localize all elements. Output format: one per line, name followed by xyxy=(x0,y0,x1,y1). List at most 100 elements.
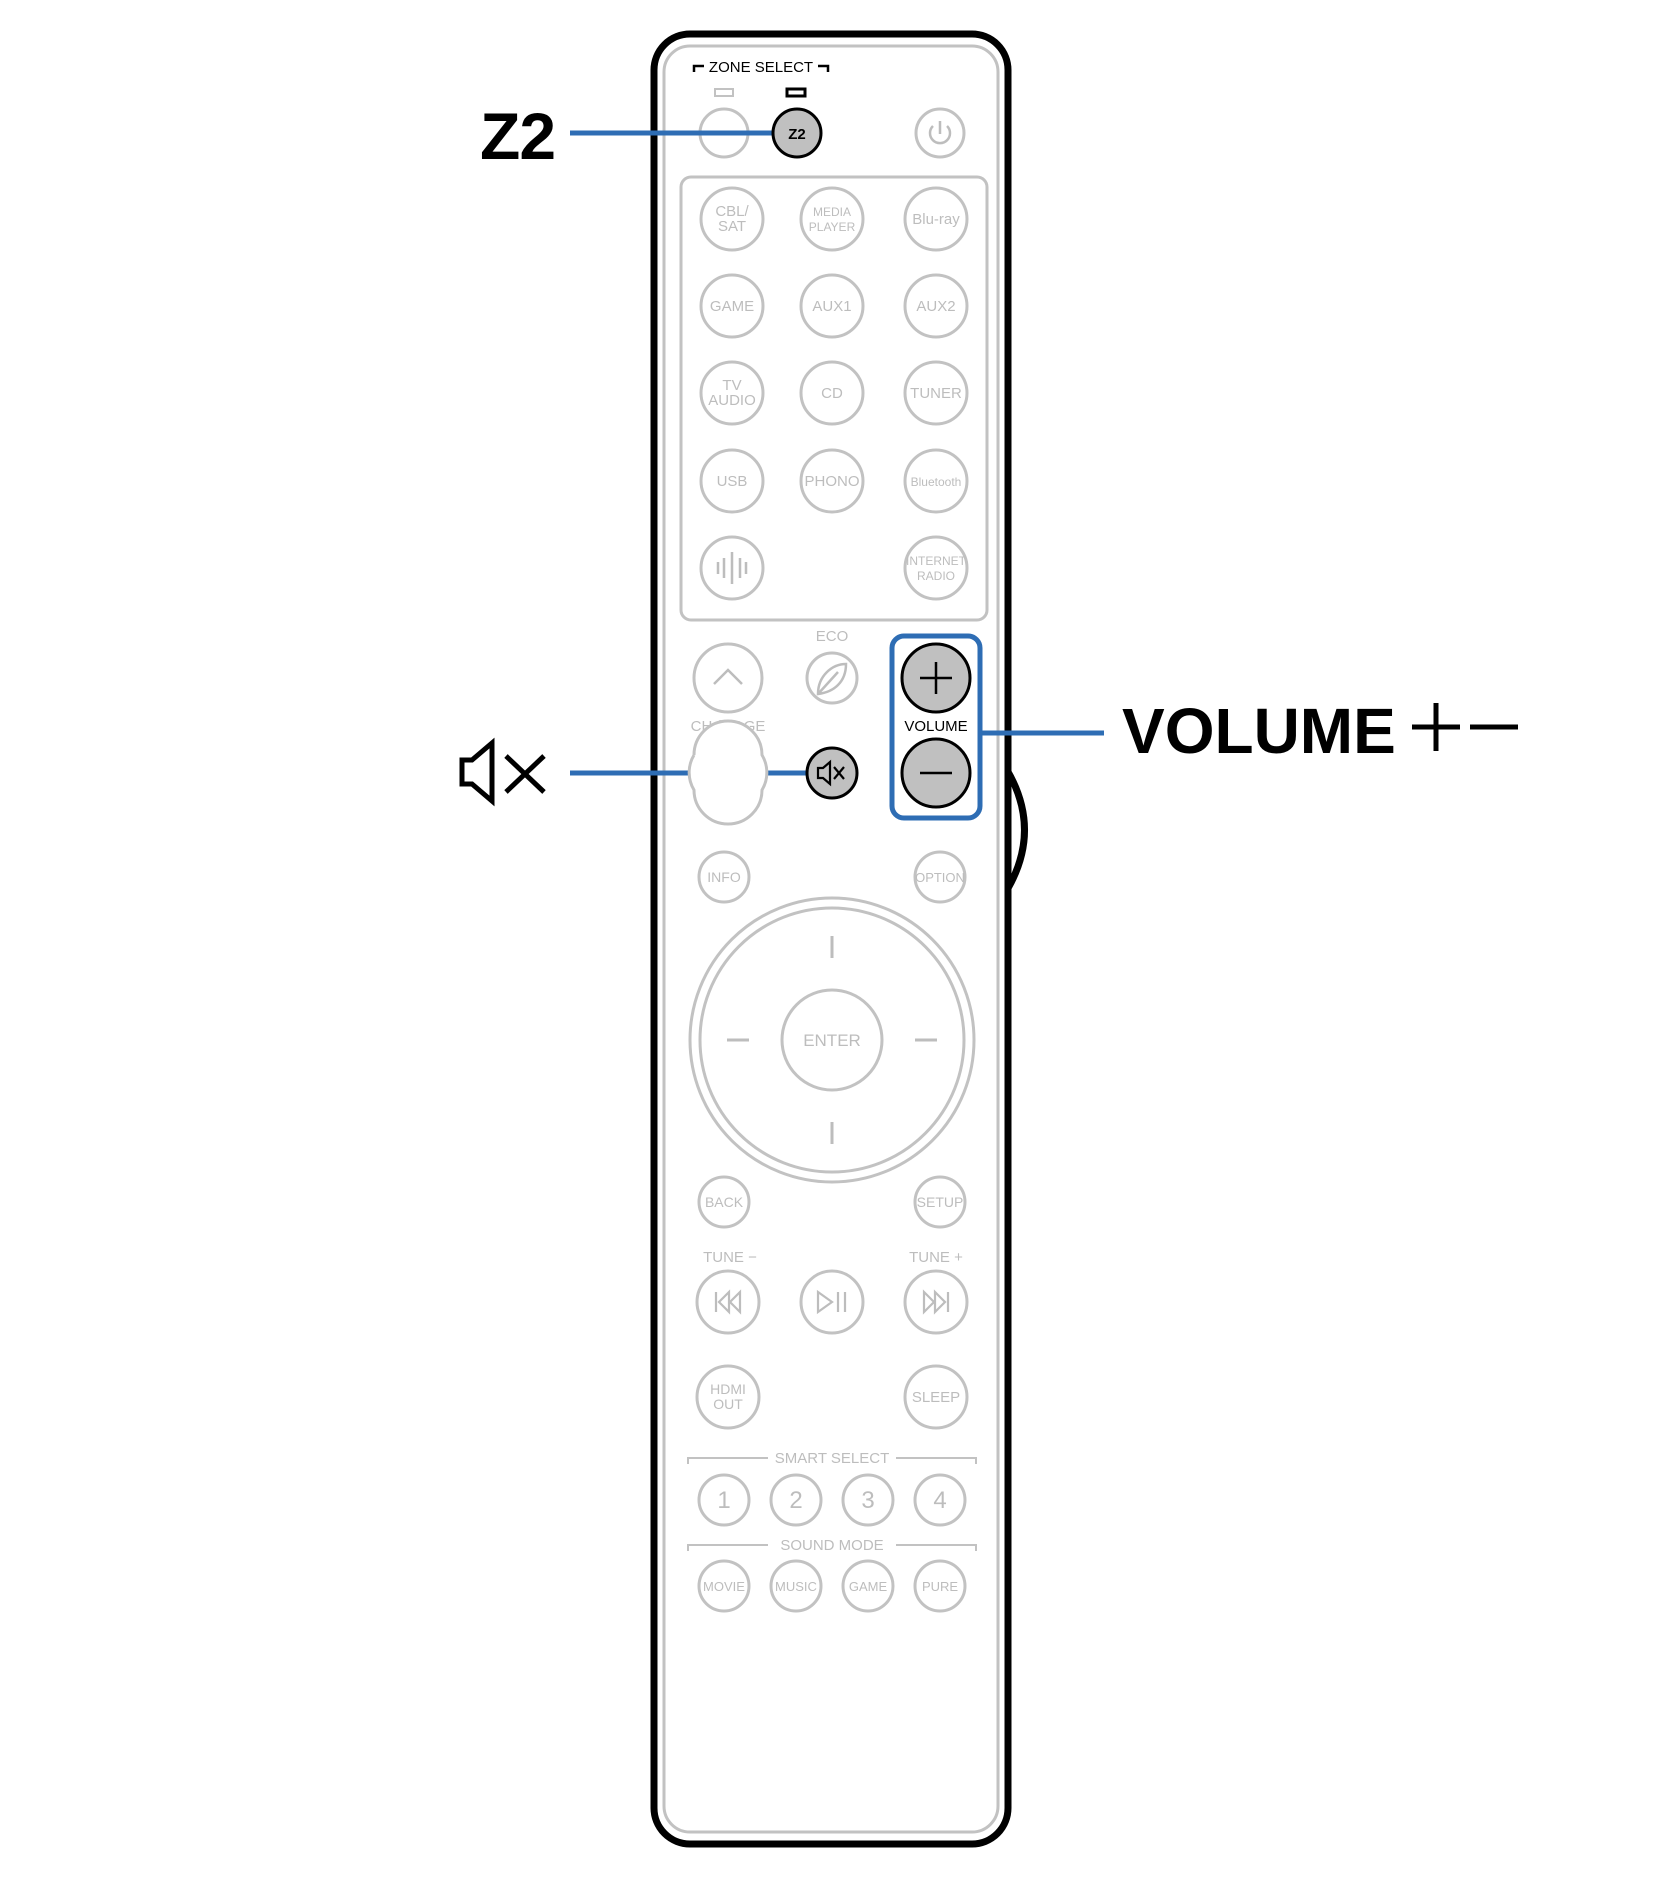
cbl-sat-button[interactable] xyxy=(699,186,765,252)
zone-2-indicator xyxy=(785,87,807,98)
info-label: INFO xyxy=(707,869,741,885)
sleep-label: SLEEP xyxy=(912,1389,960,1406)
smart-select-number: 3 xyxy=(861,1487,874,1514)
zone-select-bracket-right xyxy=(818,64,830,72)
z2-button-label: Z2 xyxy=(788,126,806,143)
tuner-button[interactable] xyxy=(903,360,969,426)
play-pause-icon xyxy=(816,1289,847,1315)
aux1-button[interactable] xyxy=(799,273,865,339)
game-button[interactable] xyxy=(699,273,765,339)
movie-mode-label: MOVIE xyxy=(703,1579,745,1594)
tune-plus-label: TUNE + xyxy=(909,1249,963,1266)
back-label: BACK xyxy=(705,1194,744,1210)
z2-callout-label: Z2 xyxy=(480,99,556,173)
smart-select-number: 2 xyxy=(789,1487,802,1514)
volume-label: VOLUME xyxy=(904,718,967,735)
sound-mode-divider xyxy=(687,1544,977,1551)
enter-button[interactable] xyxy=(780,988,884,1092)
volume-plus-minus-symbols xyxy=(1412,703,1518,751)
aux1-label: AUX1 xyxy=(812,298,851,315)
plus-icon xyxy=(920,662,952,694)
chevron-up-icon xyxy=(713,668,743,685)
z2-button[interactable] xyxy=(771,107,823,159)
sound-mode-label: SOUND MODE xyxy=(780,1537,883,1554)
tuner-label: TUNER xyxy=(910,385,962,402)
music-mode-label: MUSIC xyxy=(775,1579,817,1594)
music-mode-button[interactable] xyxy=(769,1559,823,1613)
setup-label: SETUP xyxy=(917,1194,964,1210)
usb-label: USB xyxy=(717,473,748,490)
hdmi-out-label-1: HDMI xyxy=(710,1381,746,1397)
channel-up-button[interactable] xyxy=(692,642,764,714)
eco-label: ECO xyxy=(816,628,849,645)
remote-inner-edge xyxy=(662,44,1000,1834)
input-source-panel xyxy=(679,175,989,622)
bluetooth-label: Bluetooth xyxy=(911,475,962,489)
navigation-ring[interactable] xyxy=(698,906,966,1174)
game-mode-label: GAME xyxy=(849,1579,888,1594)
internet-radio-button[interactable] xyxy=(903,535,969,601)
smart-select-button-1[interactable] xyxy=(697,1473,751,1527)
smart-select-label: SMART SELECT xyxy=(775,1450,889,1467)
tv-audio-button[interactable] xyxy=(699,360,765,426)
blu-ray-label: Blu-ray xyxy=(912,211,960,228)
media-player-button[interactable] xyxy=(799,186,865,252)
skip-forward-icon xyxy=(922,1289,950,1315)
hdmi-out-label-2: OUT xyxy=(713,1396,743,1412)
cd-label: CD xyxy=(821,385,843,402)
movie-mode-button[interactable] xyxy=(697,1559,751,1613)
smart-select-button-4[interactable] xyxy=(913,1473,967,1527)
tune-minus-label: TUNE − xyxy=(703,1249,757,1266)
channel-down-button[interactable] xyxy=(687,719,769,826)
media-player-label: PLAYER xyxy=(809,220,856,234)
phono-label: PHONO xyxy=(804,473,859,490)
pure-mode-label: PURE xyxy=(922,1579,958,1594)
sound-mode-buttons: MOVIE MUSIC GAME PURE xyxy=(697,1559,967,1613)
usb-button[interactable] xyxy=(699,448,765,514)
volume-highlight-box xyxy=(889,633,983,821)
media-player-label: MEDIA xyxy=(813,205,851,219)
cbl-sat-label: CBL/ xyxy=(715,203,749,220)
smart-select-number: 1 xyxy=(717,1487,730,1514)
zone-1-indicator xyxy=(714,88,734,97)
smart-select-buttons: 1 2 3 4 xyxy=(697,1473,967,1527)
smart-select-divider xyxy=(687,1457,977,1464)
back-button[interactable] xyxy=(697,1175,751,1229)
hdmi-out-button[interactable] xyxy=(695,1364,761,1430)
smart-select-number: 4 xyxy=(933,1487,946,1514)
bluetooth-button[interactable] xyxy=(903,448,969,514)
smart-select-button-2[interactable] xyxy=(769,1473,823,1527)
remote-side-bulge xyxy=(1003,768,1028,892)
sleep-button[interactable] xyxy=(903,1364,969,1430)
cd-button[interactable] xyxy=(799,360,865,426)
mute-callout-icon xyxy=(459,737,546,807)
volume-callout-label: VOLUME xyxy=(1122,695,1396,767)
internet-radio-label: INTERNET xyxy=(906,554,967,568)
option-label: OPTION xyxy=(915,870,965,885)
cbl-sat-label: SAT xyxy=(718,218,746,235)
aux2-label: AUX2 xyxy=(916,298,955,315)
zone-select-label: ZONE SELECT xyxy=(709,59,813,76)
setup-button[interactable] xyxy=(913,1175,967,1229)
smart-select-button-3[interactable] xyxy=(841,1473,895,1527)
aux2-button[interactable] xyxy=(903,273,969,339)
info-button[interactable] xyxy=(697,850,751,904)
phono-button[interactable] xyxy=(799,448,865,514)
enter-label: ENTER xyxy=(803,1031,861,1050)
skip-back-icon xyxy=(714,1289,742,1315)
option-button[interactable] xyxy=(913,850,967,904)
internet-radio-label: RADIO xyxy=(917,569,955,583)
heos-icon xyxy=(716,552,748,584)
game-mode-button[interactable] xyxy=(841,1559,895,1613)
power-icon xyxy=(928,121,952,145)
blu-ray-button[interactable] xyxy=(903,186,969,252)
mute-button[interactable] xyxy=(805,746,859,800)
zone-select-bracket-left xyxy=(692,64,704,72)
tv-audio-label: AUDIO xyxy=(708,392,756,409)
eco-leaf-icon xyxy=(816,662,848,696)
game-label: GAME xyxy=(710,298,754,315)
mute-button-icon xyxy=(816,759,845,787)
pure-mode-button[interactable] xyxy=(913,1559,967,1613)
